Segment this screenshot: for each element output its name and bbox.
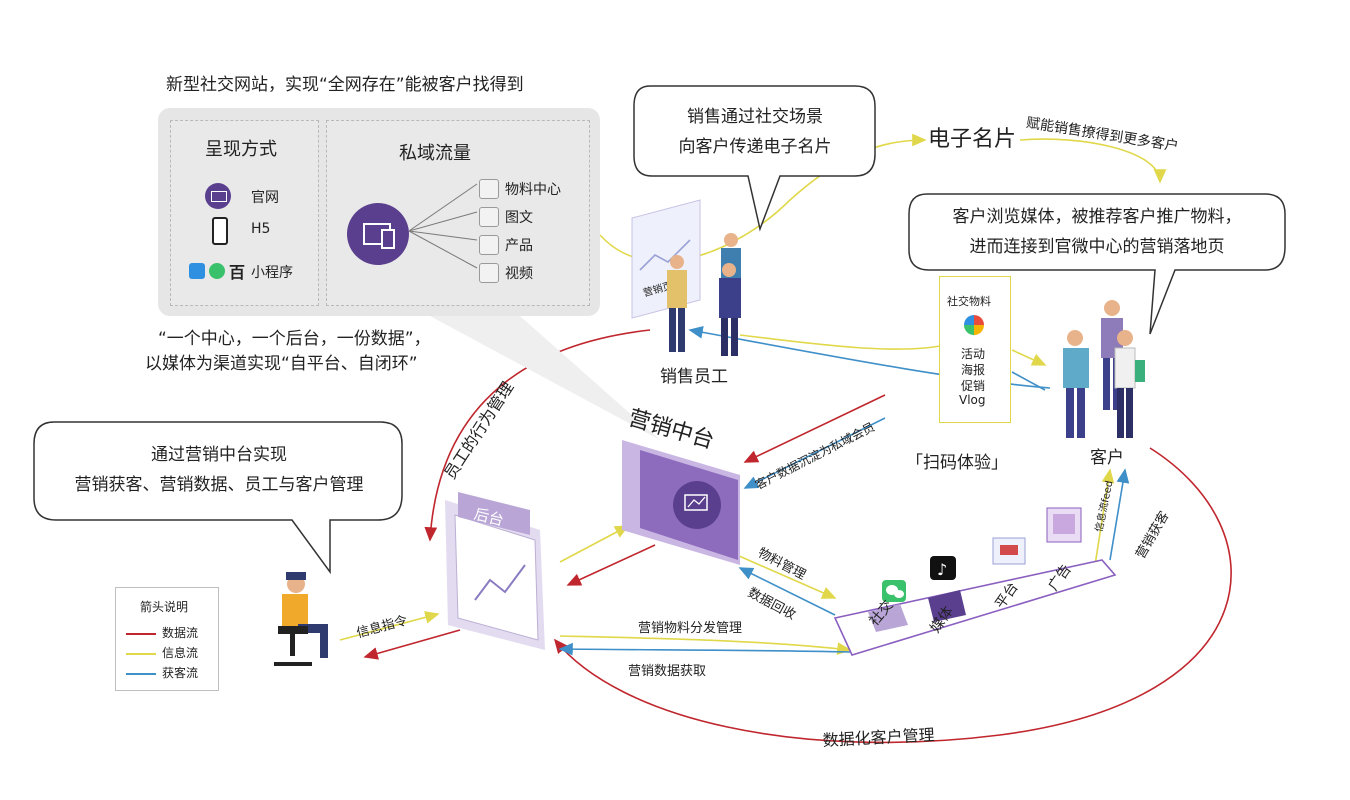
- social-material-card: 社交物料 活动 海报 促销 Vlog: [939, 276, 1011, 423]
- legend-row-data: 数据流: [126, 624, 198, 641]
- presentation-methods-title: 呈现方式: [205, 139, 277, 160]
- platform-backend-red: [566, 544, 656, 586]
- data-fetch-label: 营销数据获取: [628, 664, 707, 679]
- presentation-panel: 呈现方式 官网 H5 百 小程序 私域流量 物料中心 图文 产品: [158, 108, 600, 316]
- private-traffic-box: 私域流量 物料中心 图文 产品 视频: [326, 120, 590, 306]
- social-material-item-3: 促销: [961, 379, 986, 393]
- backend-bubble-line2: 营销获客、营销数据、员工与客户管理: [74, 475, 364, 495]
- material-dist-label: 营销物料分发管理: [638, 621, 743, 636]
- miniprogram-label: 小程序: [251, 265, 293, 281]
- feed-arrow-yellow: [1094, 468, 1115, 566]
- aperture-icon: [964, 315, 984, 335]
- legend-label-data: 数据流: [162, 626, 199, 640]
- sales-staff-label: 销售员工: [660, 367, 728, 387]
- info-cmd-red: [363, 629, 461, 660]
- ad-channel-icon: [1046, 507, 1082, 543]
- legend-row-acquire: 获客流: [126, 664, 198, 681]
- info-cmd-yellow: [339, 611, 440, 641]
- sales-bubble-line1: 销售通过社交场景: [687, 107, 823, 127]
- private-traffic-title: 私域流量: [399, 143, 471, 164]
- video-label: 视频: [505, 266, 533, 282]
- legend-title: 箭头说明: [140, 600, 189, 614]
- scan-label: 「扫码体验」: [906, 453, 1008, 473]
- legend-line-acquire: [126, 672, 156, 675]
- material-dist-arrow: [559, 635, 852, 655]
- legend-line-data: [126, 632, 156, 635]
- backend-bubble-line1: 通过营销中台实现: [151, 445, 287, 465]
- product-label: 产品: [505, 238, 533, 254]
- wechat-icon: [209, 263, 225, 279]
- backend-bubble: [33, 421, 403, 575]
- material-center-label: 物料中心: [505, 182, 561, 198]
- customer-bubble: [908, 193, 1286, 335]
- hub-connectors: [409, 183, 478, 269]
- customer-data-arrow-red: [743, 394, 886, 463]
- website-label: 官网: [251, 190, 279, 206]
- material-mgmt-arrow: [729, 551, 837, 599]
- feed-arrow-blue: [1109, 468, 1130, 561]
- customer-figures: [1063, 300, 1145, 438]
- phone-icon: [212, 217, 228, 245]
- presentation-methods-box: 呈现方式 官网 H5 百 小程序: [170, 120, 319, 306]
- product-icon: [479, 235, 499, 255]
- social-material-item-1: 活动: [961, 347, 986, 361]
- website-icon: [205, 183, 231, 209]
- digital-cm-arrow: [553, 447, 1232, 744]
- customer-data-arrow-blue: [743, 417, 886, 489]
- platform-backend-yellow: [559, 525, 630, 563]
- h5-label: H5: [251, 221, 271, 237]
- customer-person-1: [1063, 330, 1089, 438]
- video-icon: [479, 263, 499, 283]
- social-box-icon: [868, 604, 908, 632]
- social-material-item-4: Vlog: [959, 393, 986, 407]
- sales-person-2: [719, 233, 741, 356]
- marketing-platform-screen: [622, 440, 740, 565]
- data-return-arrow: [738, 567, 836, 616]
- panel-pointer: [430, 316, 660, 440]
- material-center-icon: [479, 179, 499, 199]
- sales-customer-yellow: [739, 334, 946, 350]
- customer-bubble-line2: 进而连接到官微中心的营销落地页: [969, 237, 1225, 257]
- legend-row-info: 信息流: [126, 644, 198, 661]
- customer-person-3: [1114, 330, 1145, 438]
- backend-screen: [445, 492, 545, 650]
- baidu-channel-icon: [992, 537, 1026, 565]
- baidu-icon: 百: [229, 263, 246, 282]
- customer-bubble-line1: 客户浏览媒体，被推荐客户推广物料，: [952, 207, 1242, 227]
- staff-behavior-arrow: [424, 329, 651, 542]
- social-material-title: 社交物料: [947, 295, 991, 308]
- ecard-note-arrow: [1019, 138, 1167, 184]
- private-traffic-hub-icon: [347, 203, 409, 265]
- top-caption: 新型社交网站，实现“全网存在”能被客户找得到: [166, 75, 524, 95]
- legend-line-info: [126, 652, 156, 655]
- panel-caption-line1: “一个中心，一个后台，一份数据”，: [158, 329, 431, 349]
- social-material-item-2: 海报: [961, 363, 986, 377]
- material-to-customer-blue: [1011, 371, 1046, 391]
- tiktok-channel-icon: ♪: [930, 556, 956, 580]
- operator-figure: [274, 572, 328, 666]
- sales-staff-figures: [667, 233, 741, 356]
- sales-person-1: [667, 255, 687, 352]
- wechat-channel-icon: [882, 580, 906, 602]
- legend-label-info: 信息流: [162, 646, 199, 660]
- data-fetch-arrow: [558, 642, 851, 656]
- media-box-icon: [928, 590, 966, 622]
- legend-label-acquire: 获客流: [162, 666, 199, 680]
- material-to-customer: [1011, 349, 1047, 366]
- customer-label: 客户: [1090, 448, 1124, 468]
- svg-text:♪: ♪: [937, 560, 947, 579]
- ecard-label: 电子名片: [928, 127, 1017, 152]
- channel-bar: [833, 559, 1117, 656]
- article-label: 图文: [505, 210, 533, 226]
- alipay-icon: [189, 263, 205, 279]
- sales-bubble-line2: 向客户传递电子名片: [678, 137, 832, 157]
- panel-caption-line2: 以媒体为渠道实现“自平台、自闭环”: [145, 354, 418, 374]
- sales-bubble: [633, 85, 876, 232]
- article-icon: [479, 207, 499, 227]
- arrow-legend: 箭头说明 数据流 信息流 获客流: [115, 587, 219, 691]
